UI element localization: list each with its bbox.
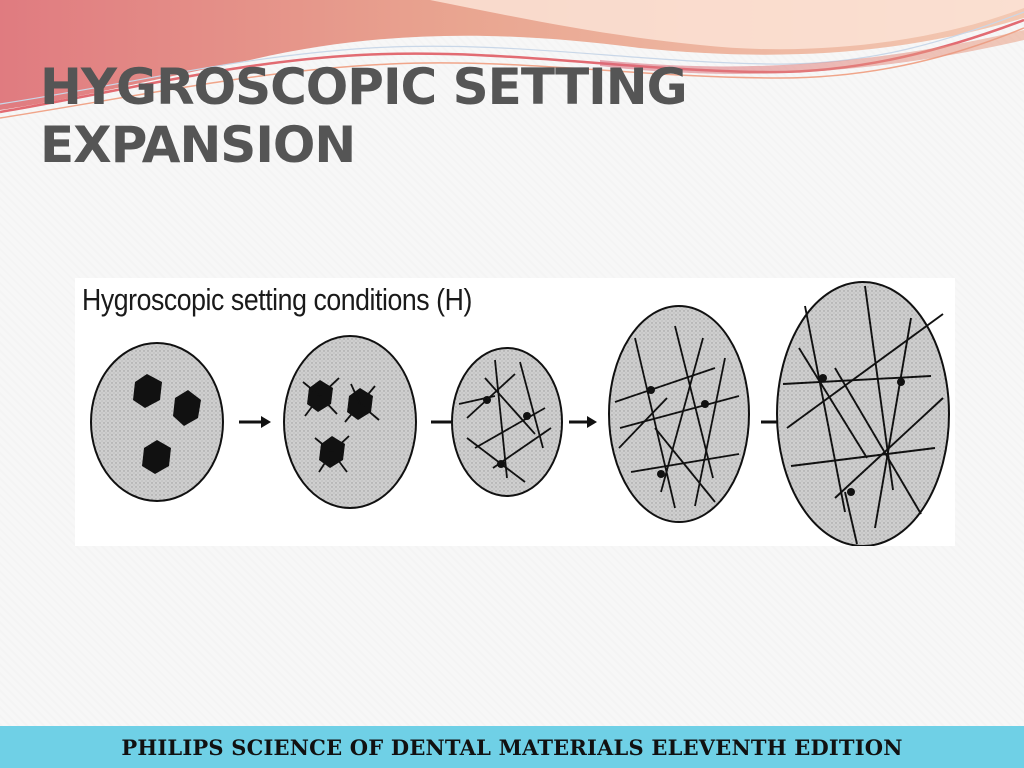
footer-bar: PHILIPS SCIENCE OF DENTAL MATERIALS ELEV… — [0, 726, 1024, 768]
figure-caption: Hygroscopic setting conditions (H) — [82, 282, 472, 317]
stage-4-circle — [608, 305, 750, 523]
slide-title-line2: EXPANSION — [40, 116, 356, 174]
slide-title-line1: HYGROSCOPIC SETTING — [40, 58, 688, 116]
stage-2-circle — [283, 335, 417, 509]
stage-3-circle — [451, 347, 563, 497]
arrow-1 — [239, 416, 271, 428]
slide-title: HYGROSCOPIC SETTING EXPANSION — [40, 58, 688, 174]
setting-stages-diagram — [90, 281, 950, 546]
stage-5-circle — [776, 281, 950, 546]
arrow-3 — [569, 416, 597, 428]
stage-1-circle — [90, 342, 224, 502]
decorative-wave-header — [0, 0, 1024, 119]
footer-citation: PHILIPS SCIENCE OF DENTAL MATERIALS ELEV… — [121, 734, 903, 760]
hygroscopic-setting-figure: Hygroscopic setting conditions (H) — [75, 278, 955, 546]
